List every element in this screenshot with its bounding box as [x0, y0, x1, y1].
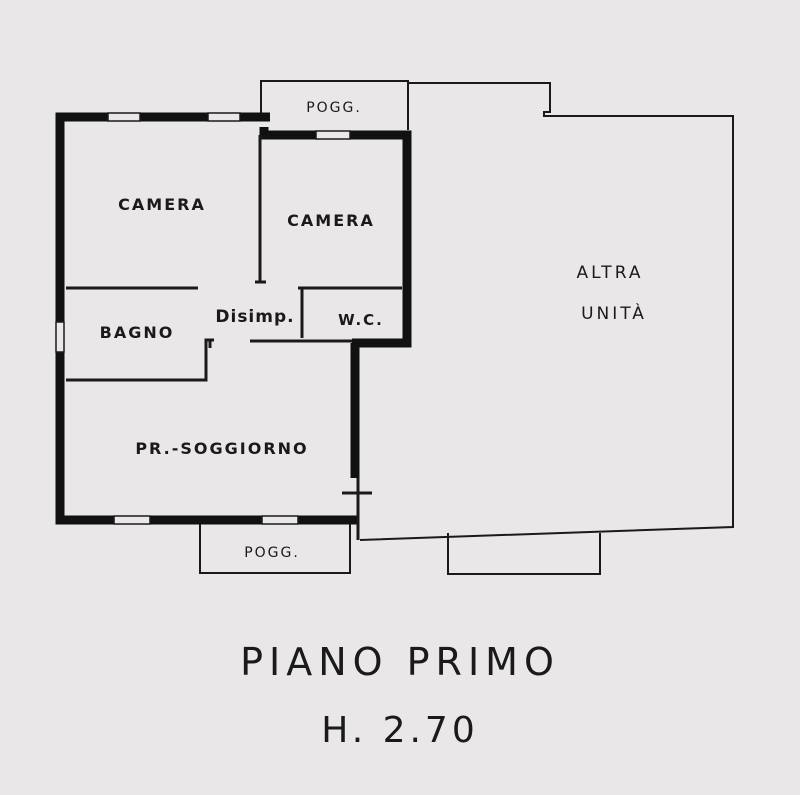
- room-label-wc: W.C.: [338, 311, 384, 329]
- window-camera-1b: [207, 112, 241, 122]
- window-bagno: [55, 321, 65, 353]
- other-unit-outline: [359, 82, 734, 541]
- bottom-balcony-left-outline: [199, 522, 351, 574]
- window-camera-1a: [107, 112, 141, 122]
- ceiling-height: H. 2.70: [321, 710, 479, 751]
- windows: [55, 112, 351, 525]
- window-camera-2: [315, 130, 351, 140]
- bottom-balcony-right-outline: [447, 533, 601, 575]
- floor-title: PIANO PRIMO: [240, 640, 560, 684]
- interior-walls: [66, 135, 402, 540]
- wall-upper-right-block: [259, 127, 412, 348]
- room-label-disimpegno: Disimp.: [215, 307, 294, 327]
- thin-outlines: [199, 80, 734, 575]
- room-label-camera-2: CAMERA: [287, 211, 375, 230]
- exterior-walls: [55, 112, 412, 525]
- window-soggiorno-a: [113, 515, 151, 525]
- room-label-altra-unita-1: ALTRA: [577, 263, 644, 283]
- balcony-label-top: POGG.: [306, 100, 362, 116]
- window-soggiorno-b: [261, 515, 299, 525]
- room-label-altra-unita-2: UNITÀ: [581, 302, 647, 324]
- room-label-bagno: BAGNO: [100, 323, 175, 342]
- room-label-soggiorno: PR.-SOGGIORNO: [135, 439, 308, 458]
- wall-left-top-bottom: [55, 112, 358, 525]
- top-balcony-outline: [260, 80, 409, 130]
- partition-bagno: [66, 338, 214, 382]
- room-label-camera-1: CAMERA: [118, 195, 206, 214]
- balcony-label-bottom: POGG.: [244, 545, 300, 561]
